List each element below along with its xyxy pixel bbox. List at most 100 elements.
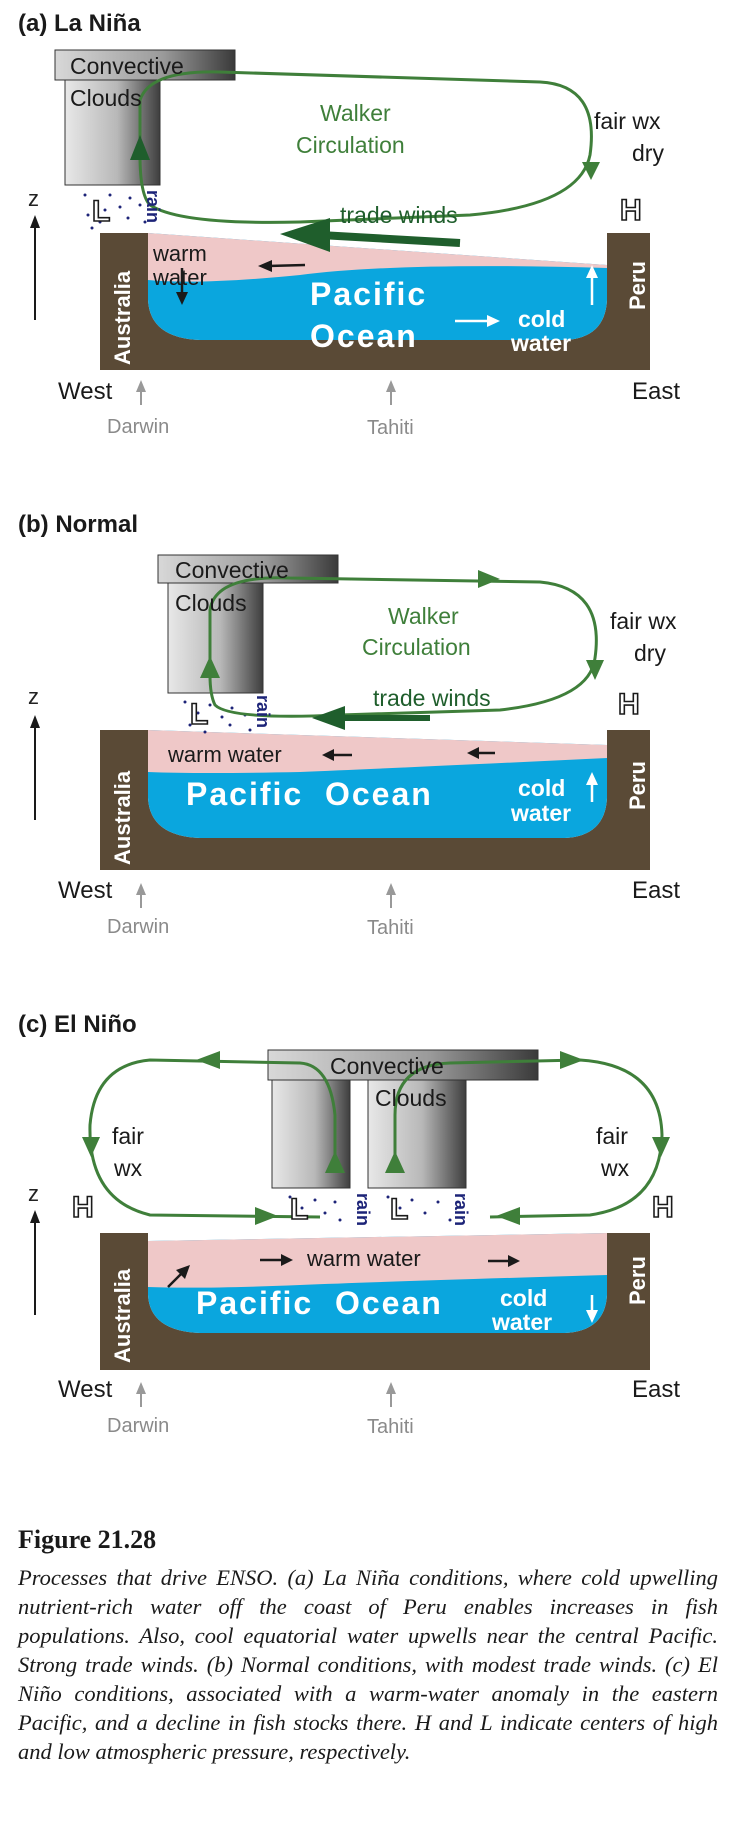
panel-la-nina: (a) La Niña Convective Clouds Walker Cir… [0,0,730,439]
fair-wx-label: fair wx [594,108,661,134]
cloud-label-top: Convective [175,557,289,583]
trade-wind-shaft [319,231,461,247]
panel-b-title: (b) Normal [18,511,138,538]
west-label: West [58,378,113,405]
panel-a-title: (a) La Niña [18,10,141,37]
west-label: West [58,1376,113,1403]
ocean-label-2: Ocean [310,318,418,354]
walker-label-1: Walker [320,100,391,126]
figure-caption: Figure 21.28 Processes that drive ENSO. … [18,1525,718,1766]
peru-label: Peru [625,761,650,810]
trade-wind-head [280,218,330,252]
ocean-label-1: Pacific [310,276,428,312]
cloud-label-top: Convective [70,53,184,79]
walker-label-2: Circulation [362,634,471,660]
panel-a-diagram [30,49,650,405]
rain-label-left: rain [353,1193,373,1227]
cold-water-label-2: water [511,330,572,356]
walker-up-arrow [200,656,220,678]
warm-water-label-1: warm [153,241,207,266]
walker-label-1: Walker [388,603,459,629]
warm-layer [148,233,607,282]
cold-water-label-1: cold [518,775,566,801]
cold-water-label-2: water [511,800,572,826]
panel-b-diagram [30,554,650,908]
ocean-label: Pacific Ocean [196,1285,443,1321]
low-pressure-L: L [189,698,209,731]
rain-dots [288,1195,462,1222]
caption-text: Processes that drive ENSO. (a) La Niña c… [18,1565,718,1764]
warm-layer [148,730,607,773]
cloud-top [267,1049,539,1081]
panel-c-title: (c) El Niño [18,1011,137,1038]
walker-loop-east [393,1058,664,1219]
rain-dots [183,700,252,734]
z-axis-label: z [28,684,39,709]
walker-loop [208,576,598,718]
wx-east-label: wx [601,1155,630,1181]
australia-label: Australia [110,770,135,865]
east-up-arrow [385,1151,405,1173]
trade-wind-head [312,706,345,730]
figure-number: Figure 21.28 [18,1525,157,1554]
rain-label-right: rain [451,1193,471,1227]
peru-label: Peru [625,261,650,310]
panel-c-diagram [30,1049,670,1407]
east-label: East [632,378,681,405]
darwin-label: Darwin [107,416,170,438]
darwin-label: Darwin [107,1415,170,1437]
east-label: East [632,1376,681,1403]
basin-land [100,1233,650,1370]
walker-top-arrow [478,570,500,588]
cloud-label-bottom: Clouds [375,1085,447,1111]
cloud-top [54,49,236,81]
z-axis-label: z [28,1181,39,1206]
high-pressure-H: H [619,194,642,227]
west-up-arrow [325,1151,345,1173]
rain-dots [83,193,147,230]
walker-up-arrow [130,135,150,160]
wx-west-label: wx [114,1155,143,1181]
basin-land [100,233,650,370]
panel-el-nino: (c) El Niño Convective Clouds fair wx fa… [0,1005,730,1455]
darwin-label: Darwin [107,916,170,938]
high-pressure-H-east: H [651,1191,674,1224]
walker-down-arrow [586,660,604,680]
dry-label: dry [632,140,664,166]
walker-loop-west [88,1058,337,1219]
walker-label-2: Circulation [296,132,405,158]
walker-down-arrow [582,162,600,180]
fair-east-label: fair [596,1123,628,1149]
ocean-label: Pacific Ocean [186,776,433,812]
warm-water-label: warm water [307,1246,421,1271]
east-top-arrow [560,1051,584,1069]
warm-water-label-2: water [153,265,207,290]
trade-winds-label: trade winds [340,202,458,228]
fair-west-label: fair [112,1123,144,1149]
panel-normal: (b) Normal Convective Clouds Walker Circ… [0,510,730,940]
z-axis-label: z [28,186,39,211]
basin-land [100,730,650,870]
cold-water-label-1: cold [500,1285,548,1311]
cloud-label-top: Convective [330,1053,444,1079]
dry-label: dry [634,640,666,666]
australia-label: Australia [110,270,135,365]
west-down-arrow [82,1137,100,1157]
warm-water-label: warm water [168,742,282,767]
east-bottom-arrow [496,1207,520,1225]
high-pressure-H: H [617,688,640,721]
tahiti-label: Tahiti [367,417,414,439]
cold-water-label-1: cold [518,306,566,332]
low-pressure-L-right: L [389,1193,409,1226]
east-down-arrow [652,1137,670,1157]
cold-water-label-2: water [492,1309,553,1335]
trade-winds-label: trade winds [373,685,491,711]
rain-label: rain [143,190,163,224]
cloud-label-bottom: Clouds [70,85,142,111]
west-bottom-arrow [255,1207,278,1225]
cloud-column [64,79,161,186]
east-label: East [632,877,681,904]
walker-loop [138,70,593,224]
west-top-arrow [196,1051,220,1069]
warm-layer [148,1233,607,1288]
